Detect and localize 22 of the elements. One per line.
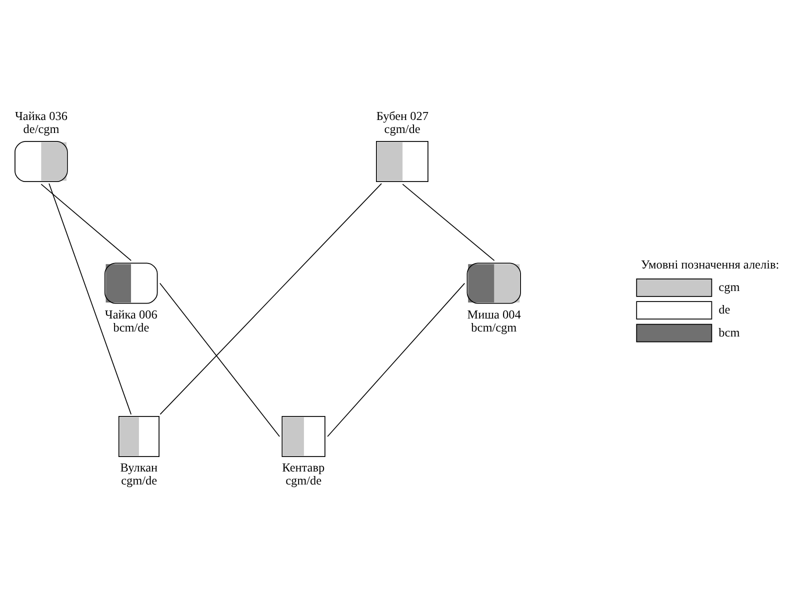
node-label: Миша 004 — [467, 306, 521, 321]
connector — [159, 282, 280, 436]
node-label: Чайка 006 — [104, 306, 158, 321]
label: Умовні позначення алелів: — [640, 257, 780, 272]
node-label: Кентавр — [282, 460, 325, 474]
connector — [40, 183, 132, 261]
node-label: Бубен 027 — [376, 108, 428, 122]
node-label: cgm/de — [384, 121, 420, 136]
legend-label: cgm — [718, 279, 740, 294]
node-label: Чайка 036 — [14, 108, 68, 122]
node-label: Вулкан — [120, 460, 158, 474]
node-label: de/cgm — [23, 121, 60, 136]
connector — [327, 282, 466, 436]
legend-label: bcm — [718, 324, 740, 339]
node-label: bcm/cgm — [471, 320, 517, 334]
node-label: bcm/de — [113, 320, 150, 334]
legend-label: de — [718, 302, 730, 316]
node-label: cgm/de — [286, 473, 322, 488]
connector — [48, 182, 132, 414]
node-label: cgm/de — [121, 473, 158, 488]
connector — [402, 183, 495, 261]
connector — [160, 182, 382, 414]
